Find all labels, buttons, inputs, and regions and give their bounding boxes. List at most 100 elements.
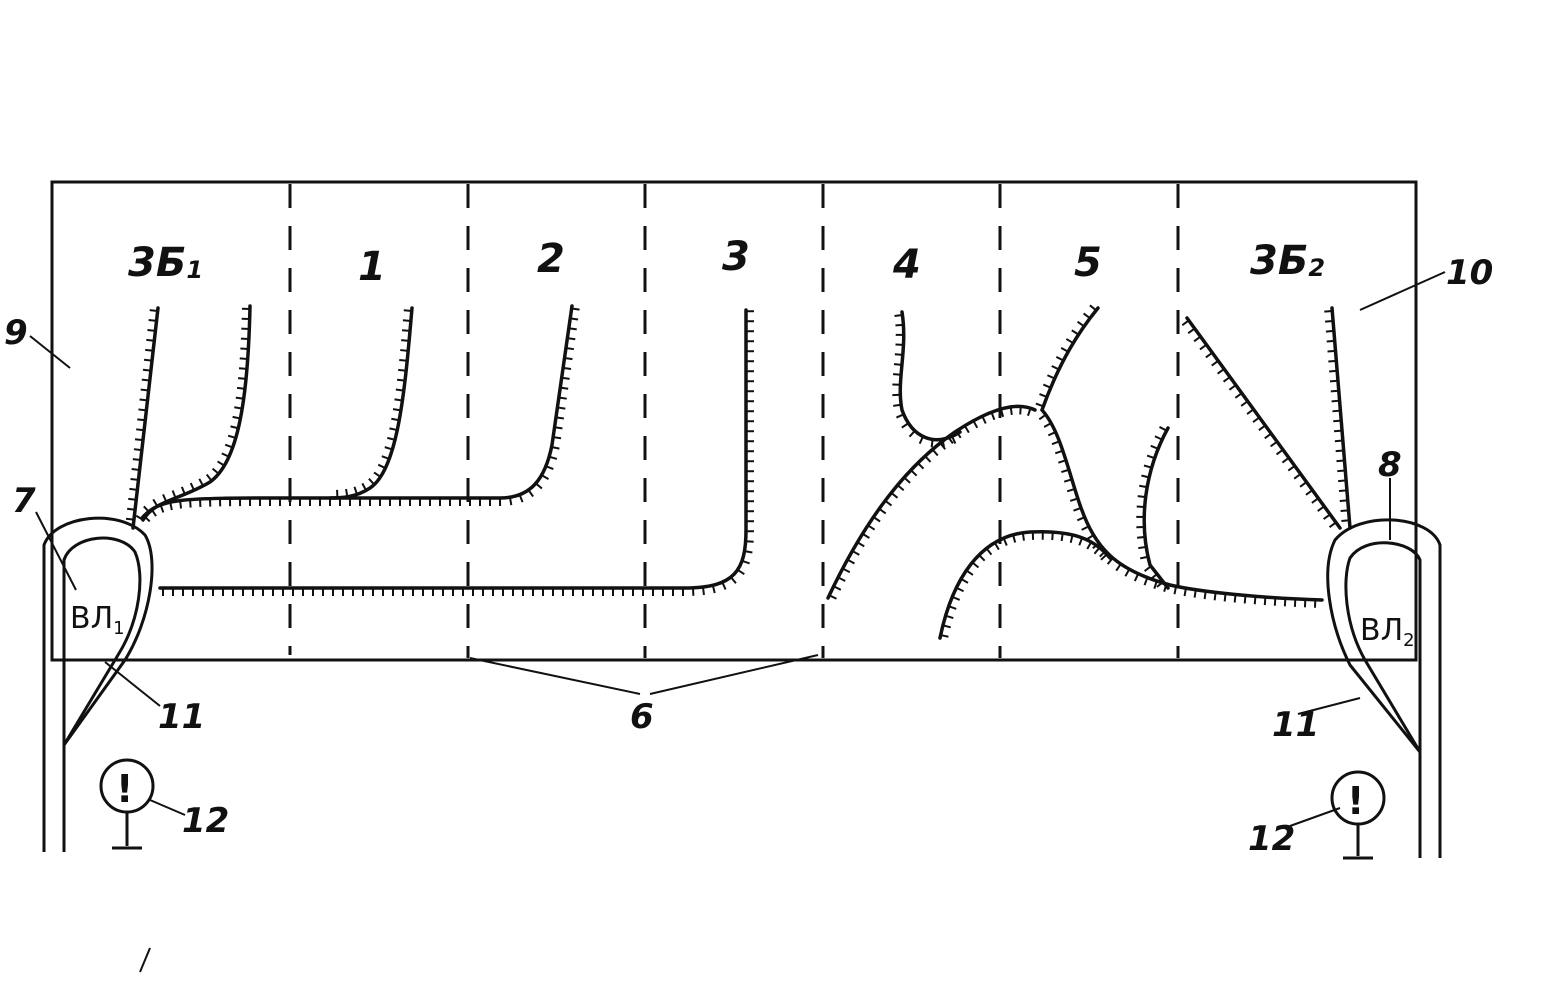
hatch-tick: [1159, 427, 1166, 431]
hatch-tick: [1253, 417, 1259, 422]
hatch-tick: [1277, 450, 1283, 455]
hatch-tick: [134, 449, 142, 450]
hatch-tick: [1154, 581, 1156, 589]
hatch-tick: [149, 320, 157, 321]
well-label-left: ВЛ1: [70, 601, 125, 639]
hatch-tick: [146, 340, 154, 341]
hatch-tick: [132, 469, 140, 470]
hatch-tick: [1138, 547, 1146, 548]
exclamation-marker-icon: !: [1332, 772, 1384, 858]
hatch-tick: [136, 429, 144, 430]
callout-7: 7: [12, 481, 36, 521]
exclamation-symbol: !: [116, 767, 133, 811]
hatch-tick: [126, 519, 134, 520]
hatch-tick: [1036, 404, 1044, 407]
hatch-tick: [1324, 514, 1330, 519]
hatch-tick: [1039, 394, 1046, 397]
hatch-tick: [1215, 592, 1216, 600]
hatch-tick: [127, 509, 135, 510]
hatch-tick: [128, 499, 136, 500]
hatch-tick: [952, 597, 959, 600]
hatch-tick: [553, 437, 561, 438]
hatch-tick: [1318, 506, 1324, 511]
hatch-tick: [857, 542, 864, 546]
hatch-tick: [1011, 407, 1012, 415]
hatch-tick: [346, 489, 347, 497]
hatch-tick: [966, 570, 973, 575]
hatch-tick: [394, 399, 402, 400]
hatch-tick: [1078, 322, 1085, 327]
hatch-tick: [910, 431, 915, 437]
hatch-tick: [145, 350, 153, 351]
zone-label-2: 2: [537, 236, 565, 282]
hatch-tick: [1335, 441, 1343, 442]
hatch-tick: [1090, 305, 1096, 310]
hatch-tick: [1337, 470, 1345, 471]
hatch-tick: [932, 439, 933, 447]
hatch-tick: [925, 456, 930, 462]
hatch-tick: [902, 423, 909, 428]
hatch-tick: [546, 466, 553, 469]
hatch-tick: [560, 388, 568, 389]
hatch-tick: [1194, 337, 1200, 342]
hatch-tick: [1225, 593, 1226, 601]
hatch-tick: [1245, 595, 1246, 603]
hatch-tick: [1145, 578, 1148, 585]
hatch-tick: [374, 472, 381, 476]
hatch-tick: [1044, 423, 1051, 427]
hatch-tick: [1139, 486, 1147, 487]
hatch-tick: [1195, 590, 1196, 598]
hatch-tick: [973, 421, 977, 428]
hatch-tick: [904, 478, 910, 483]
well-loop-inner: [64, 538, 140, 745]
hatch-tick: [1329, 371, 1337, 372]
hatch-tick: [404, 310, 412, 311]
hatch-tick: [1333, 421, 1341, 422]
hatch-tick: [972, 562, 978, 567]
hatch-tick: [744, 551, 752, 552]
hatch-tick: [1039, 415, 1045, 420]
hatch-tick: [742, 561, 750, 564]
hatch-tick: [141, 390, 149, 391]
zone-label-3b2: 3Б2: [1250, 238, 1325, 284]
hatch-tick: [1062, 533, 1063, 541]
hatch-tick: [893, 405, 901, 406]
hatch-tick: [1312, 498, 1318, 503]
hatch-tick: [133, 459, 141, 460]
hatch-tick: [1082, 526, 1089, 530]
hatch-tick: [722, 582, 725, 589]
hatch-tick: [873, 517, 880, 522]
well-loop-outer: [44, 518, 152, 852]
hatch-tick: [207, 474, 212, 480]
hatch-tick: [218, 461, 225, 465]
hatch-tick: [1061, 348, 1068, 352]
hatch-tick: [731, 577, 736, 583]
hatch-tick: [746, 541, 754, 542]
hatch-tick: [382, 456, 390, 459]
hatch-tick: [1282, 458, 1288, 463]
hatch-tick: [956, 588, 963, 592]
working-line: [940, 532, 1110, 638]
hatch-tick: [1052, 441, 1059, 444]
hatch-tick: [570, 318, 578, 319]
hatch-tick: [142, 380, 150, 381]
callout-numbers: 6 7 8 9 10 11 11 12 12: [4, 253, 1493, 859]
hatch-tick: [555, 427, 563, 428]
hatch-tick: [898, 485, 904, 490]
hatch-tick: [393, 409, 401, 410]
hatch-tick: [918, 463, 924, 469]
hatch-tick: [1182, 320, 1188, 325]
working-line: [1187, 318, 1340, 528]
hatch-tick: [362, 483, 366, 490]
callout-9: 9: [4, 313, 28, 353]
hatch-tick: [1137, 537, 1145, 538]
hatch-tick: [1116, 564, 1120, 571]
hatch-tick: [1151, 446, 1158, 449]
hatch-tick: [140, 400, 148, 401]
hatch-tick: [1339, 490, 1347, 491]
hatch-tick: [398, 370, 406, 371]
hatch-tick: [536, 483, 542, 488]
hatch-tick: [885, 501, 891, 506]
hatch-tick: [868, 525, 875, 529]
